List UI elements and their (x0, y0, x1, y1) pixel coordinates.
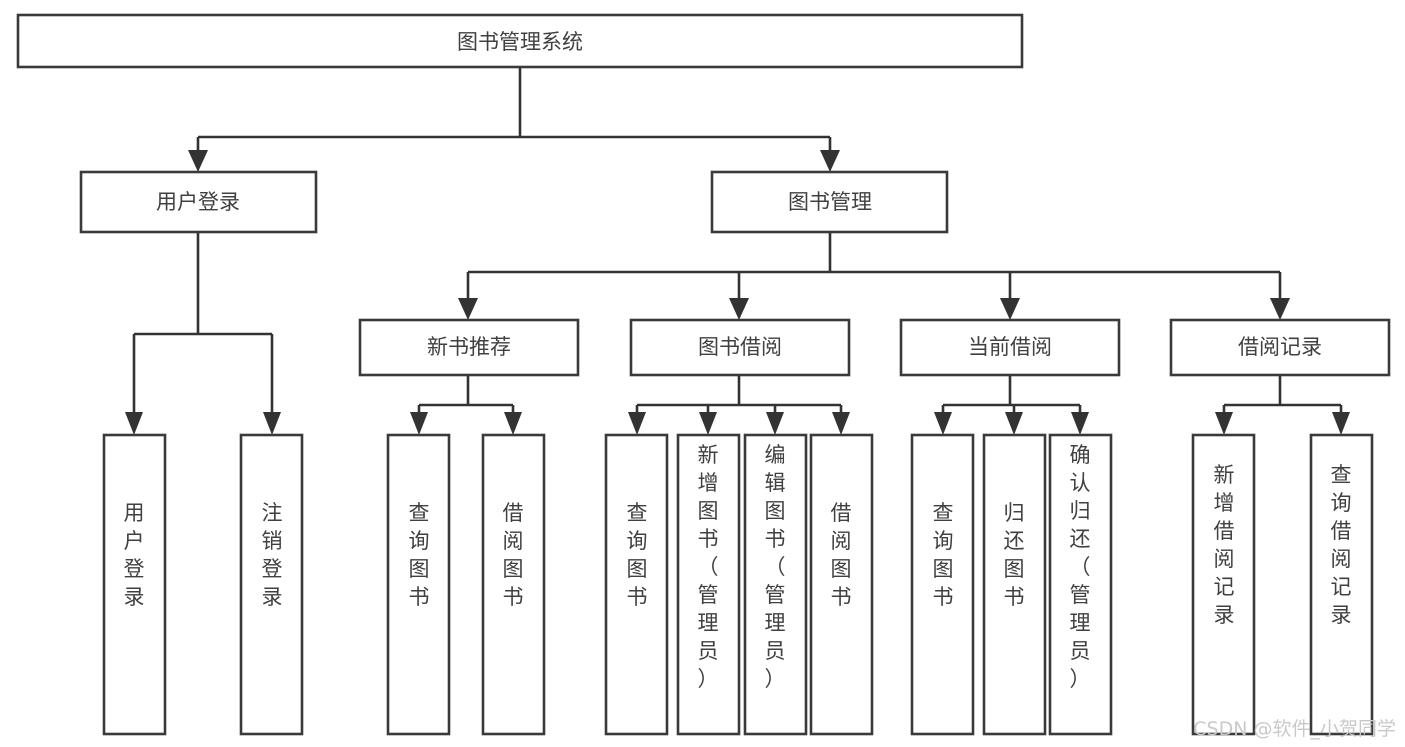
leaf-add-borrow-record-label: 新增借阅记录 (1214, 463, 1235, 627)
leaf-confirm-return-admin-box[interactable] (1048, 433, 1113, 736)
node-user-login-label: 用户登录 (156, 190, 240, 214)
leaf-add-book-admin[interactable]: 新增图书（管理员） (676, 433, 741, 736)
arrow-head-new-book (458, 298, 478, 320)
leaf-query-books-current[interactable]: 查询图书 (910, 433, 975, 736)
arrow-head-borrow-books-recommend (504, 412, 522, 435)
leaf-logout-label: 注销登录 (262, 501, 283, 609)
leaf-borrow-books-recommend-box[interactable] (481, 433, 546, 736)
node-current-borrowing[interactable]: 当前借阅 (899, 318, 1121, 377)
leaf-confirm-return-admin[interactable]: 确认归还（管理员） (1048, 433, 1113, 736)
leaf-query-books-borrow-box[interactable] (604, 433, 669, 736)
leaf-add-book-admin-box[interactable] (676, 433, 741, 736)
arrow-head-leaf-logout (263, 412, 281, 435)
leaf-query-books-borrow-label: 查询图书 (627, 501, 648, 609)
leaf-edit-book-admin-label: 编辑图书（管理员） (765, 443, 786, 691)
leaf-user-login[interactable]: 用户登录 (102, 433, 167, 736)
node-new-book-recommendation-label: 新书推荐 (427, 335, 511, 359)
leaf-logout-box[interactable] (239, 433, 304, 736)
node-borrowing-records-box[interactable] (1169, 318, 1391, 377)
root-node-label: 图书管理系统 (457, 30, 583, 54)
leaf-edit-book-admin[interactable]: 编辑图书（管理员） (743, 433, 808, 736)
node-new-book-recommendation-box[interactable] (358, 318, 580, 377)
arrow-head-query-books-borrow (628, 412, 646, 435)
leaf-user-login-label: 用户登录 (124, 501, 145, 609)
leaf-logout[interactable]: 注销登录 (239, 433, 304, 736)
arrow-head-query-books-current (934, 412, 952, 435)
arrow-head-book-borrowing (729, 298, 749, 320)
leaf-query-books-recommend-box[interactable] (386, 433, 451, 736)
root-node-box[interactable] (16, 13, 1024, 69)
connector-layer (125, 67, 1350, 435)
node-book-management-label: 图书管理 (788, 190, 872, 214)
node-current-borrowing-label: 当前借阅 (968, 335, 1052, 359)
leaf-borrow-books-label: 借阅图书 (831, 501, 852, 609)
node-new-book-recommendation[interactable]: 新书推荐 (358, 318, 580, 377)
root-node-book-management-system[interactable]: 图书管理系统 (16, 13, 1024, 69)
csdn-watermark: CSDN @软件_小贺同学 (1193, 718, 1396, 740)
leaf-borrow-books[interactable]: 借阅图书 (809, 433, 874, 736)
leaf-query-books-current-label: 查询图书 (933, 501, 954, 609)
arrow-head-query-books-recommend (410, 412, 428, 435)
leaf-edit-book-admin-box[interactable] (743, 433, 808, 736)
leaf-user-login-box[interactable] (102, 433, 167, 736)
leaf-borrow-books-recommend[interactable]: 借阅图书 (481, 433, 546, 736)
arrow-head-return-books (1005, 412, 1023, 435)
arrow-head-current-borrowing (1000, 298, 1020, 320)
leaf-return-books-box[interactable] (982, 433, 1047, 736)
arrow-head-query-borrow-record (1332, 412, 1350, 435)
leaf-add-borrow-record[interactable]: 新增借阅记录 (1191, 433, 1256, 736)
leaf-add-borrow-record-box[interactable] (1191, 433, 1256, 736)
arrow-head-edit-book-admin (766, 412, 784, 435)
arrow-head-borrowing-records (1270, 298, 1290, 320)
arrow-head-add-book-admin (699, 412, 717, 435)
node-book-management[interactable]: 图书管理 (710, 170, 949, 234)
node-user-login[interactable]: 用户登录 (79, 170, 318, 234)
node-current-borrowing-box[interactable] (899, 318, 1121, 377)
leaf-borrow-books-recommend-label: 借阅图书 (503, 501, 524, 609)
leaf-query-books-current-box[interactable] (910, 433, 975, 736)
leaf-return-books[interactable]: 归还图书 (982, 433, 1047, 736)
arrow-head-add-borrow-record (1215, 412, 1233, 435)
arrow-head-book-management (820, 150, 840, 172)
leaf-confirm-return-admin-label: 确认归还（管理员） (1070, 443, 1091, 691)
leaf-query-borrow-record-label: 查询借阅记录 (1331, 463, 1352, 627)
leaf-return-books-label: 归还图书 (1004, 501, 1025, 609)
arrow-head-leaf-user-login (125, 412, 143, 435)
node-book-borrowing-label: 图书借阅 (698, 335, 782, 359)
node-book-borrowing-box[interactable] (629, 318, 851, 377)
leaf-query-borrow-record-box[interactable] (1309, 433, 1374, 736)
arrow-head-borrow-books (832, 412, 850, 435)
leaf-query-borrow-record[interactable]: 查询借阅记录 (1309, 433, 1374, 736)
node-book-management-box[interactable] (710, 170, 949, 234)
leaf-query-books-recommend[interactable]: 查询图书 (386, 433, 451, 736)
node-borrowing-records-label: 借阅记录 (1238, 335, 1322, 359)
leaf-add-book-admin-label: 新增图书（管理员） (698, 443, 719, 691)
leaf-borrow-books-box[interactable] (809, 433, 874, 736)
leaf-query-books-recommend-label: 查询图书 (409, 501, 430, 609)
leaf-query-books-borrow[interactable]: 查询图书 (604, 433, 669, 736)
node-book-borrowing[interactable]: 图书借阅 (629, 318, 851, 377)
node-user-login-box[interactable] (79, 170, 318, 234)
arrow-head-confirm-return-admin (1071, 412, 1089, 435)
arrow-head-user-login (188, 150, 208, 172)
node-borrowing-records[interactable]: 借阅记录 (1169, 318, 1391, 377)
